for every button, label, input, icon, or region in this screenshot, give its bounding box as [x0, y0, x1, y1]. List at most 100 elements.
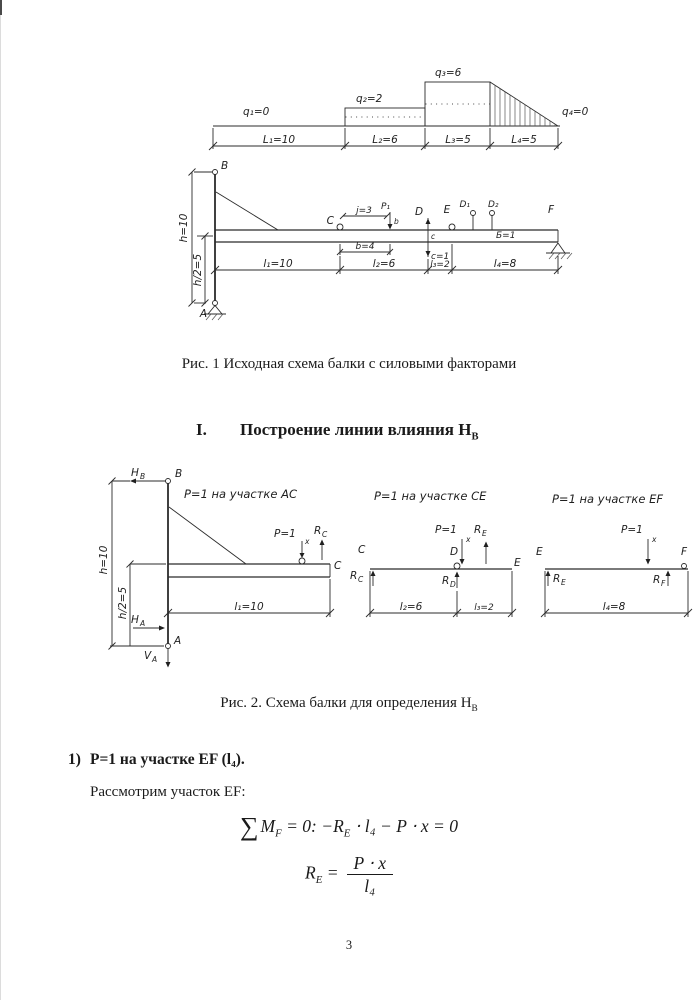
heading-title: Построение линии влияния НВ	[240, 420, 478, 442]
label-c1: c=1	[431, 252, 449, 262]
heading-subscript: В	[471, 431, 479, 443]
label-h2: h/2=5	[192, 254, 204, 287]
eq1-M: M	[260, 816, 276, 836]
dim-h2: h/2=5	[192, 232, 213, 307]
list-item-text: P=1 на участке EF (l₄).	[90, 751, 245, 768]
haunch	[215, 191, 279, 231]
label-b4: b=4	[356, 242, 375, 252]
RC-arrow	[370, 570, 376, 576]
dim-h: h=10	[178, 168, 212, 307]
label-l1: l₁=10	[263, 258, 293, 270]
figure2-caption: Рис. 2. Схема балки для определения НВ	[0, 695, 698, 714]
diagram-P-on-CE: P=1 на участке СЕ C R C D P=1 x R E R D …	[350, 489, 521, 618]
label-b-small: b	[394, 217, 399, 226]
HA-arrow	[159, 625, 165, 631]
label-RC-sub: C	[322, 530, 328, 539]
label-c-small: c	[431, 232, 436, 241]
fraction-numerator: P ⋅ x	[346, 853, 393, 876]
load-diagram: q₁=0 q₂=2 q₃=6 q₄=0 L₁=10 L₂=6 L₃=5 L₄=5	[208, 67, 589, 151]
label-l3: l₃=2	[430, 260, 450, 270]
support-A	[204, 300, 226, 321]
figure1-beam-scheme: q₁=0 q₂=2 q₃=6 q₄=0 L₁=10 L₂=6 L₃=5 L₄=5…	[178, 67, 589, 321]
label-P: P=1	[274, 528, 296, 540]
label-VA: V	[144, 650, 152, 662]
label-D2: D₂	[488, 200, 499, 210]
P-arrow	[299, 553, 305, 558]
eq2-R: R	[305, 862, 316, 883]
figure1-caption: Рис. 1 Исходная схема балки с силовыми ф…	[181, 356, 517, 372]
summation-symbol: ∑	[240, 812, 259, 841]
label-q3: q₃=6	[435, 67, 462, 79]
label-L1: L₁=10	[263, 134, 296, 146]
dim-j: j=3	[339, 206, 391, 220]
load-point	[298, 557, 306, 565]
support-F	[546, 242, 573, 260]
label-x: x	[651, 535, 657, 544]
hinge-C	[336, 223, 344, 231]
label-L3: L₃=5	[445, 134, 471, 146]
label-q4: q₄=0	[562, 106, 589, 118]
label-B: B	[221, 160, 228, 172]
label-A: A	[173, 635, 181, 647]
label-E: E	[444, 204, 451, 216]
label-D: D	[415, 206, 423, 218]
list-item-1: 1) P=1 на участке EF (l₄).	[68, 751, 245, 769]
label-HA-sub: A	[139, 619, 145, 628]
label-l1: l₁=10	[234, 601, 264, 613]
hinge-E	[448, 223, 456, 231]
figure2-caption-text: Рис. 2. Схема балки для определения Н	[220, 695, 472, 711]
label-h2: h/2=5	[117, 587, 129, 620]
label-RE-sub: E	[561, 578, 566, 587]
diagram-P-on-EF: P=1 на участке EF E R E P=1 x F R F l₄=8	[536, 492, 693, 618]
force-P1: P₁ b	[381, 202, 399, 230]
label-RC: R	[314, 525, 321, 537]
HB-arrow	[130, 478, 136, 484]
label-RD-sub: D	[450, 580, 456, 589]
dim-l4: l₄=8	[540, 571, 693, 618]
dim-b: b=4	[336, 242, 394, 256]
figure2-caption-subscript: В	[471, 704, 478, 714]
paragraph: Рассмотрим участок EF:	[90, 784, 246, 800]
label-D1: D₁	[459, 200, 470, 210]
diagram-P-on-AC: H B B P=1 на участке АС P=1 x R C C l₁=1…	[98, 467, 342, 668]
label-RF: R	[653, 574, 660, 586]
label-l4: l₄=8	[603, 601, 626, 613]
label-P: P=1	[435, 524, 457, 536]
P-arrow	[645, 559, 651, 565]
label-j: j=3	[354, 206, 372, 216]
heading-numeral: I.	[196, 420, 207, 439]
label-HA: H	[131, 614, 139, 626]
hinge-F	[681, 563, 687, 569]
page-corner-mark	[0, 0, 2, 15]
label-RC-sub: C	[358, 575, 364, 584]
VA-arrow	[165, 662, 171, 668]
label-C: C	[358, 544, 366, 556]
case-title-CE: P=1 на участке СЕ	[374, 489, 487, 503]
label-RD: R	[442, 575, 449, 587]
label-P: P=1	[621, 524, 643, 536]
label-RE: R	[474, 524, 481, 536]
beam-schematic: B C j=3 P₁ b b=4 D c	[178, 160, 573, 321]
load-dimension-lines	[208, 128, 563, 151]
label-VA-sub: A	[151, 655, 157, 664]
label-D: D	[450, 546, 458, 558]
section-heading: I. Построение линии влияния НВ	[196, 420, 478, 442]
label-A: A	[199, 308, 207, 320]
eq1-M-sub: F	[275, 827, 282, 840]
dim-c: c c=1	[425, 218, 449, 262]
label-B: B	[175, 468, 182, 480]
label-q1: q₁=0	[243, 106, 270, 118]
RF-arrow	[665, 570, 671, 576]
label-HB-sub: B	[140, 472, 145, 481]
equation-moment-sum: ∑MF = 0: −RE ⋅ l₄ − P ⋅ x = 0	[0, 812, 698, 842]
RE-arrow	[483, 541, 489, 547]
hinge-A	[165, 643, 171, 649]
label-l2: l₂=6	[373, 258, 396, 270]
label-q2: q₂=2	[356, 93, 383, 105]
label-l3: l₃=2	[474, 603, 494, 613]
label-HB: H	[131, 467, 139, 479]
label-RF-sub: F	[661, 579, 666, 588]
RC-arrow	[319, 539, 325, 545]
